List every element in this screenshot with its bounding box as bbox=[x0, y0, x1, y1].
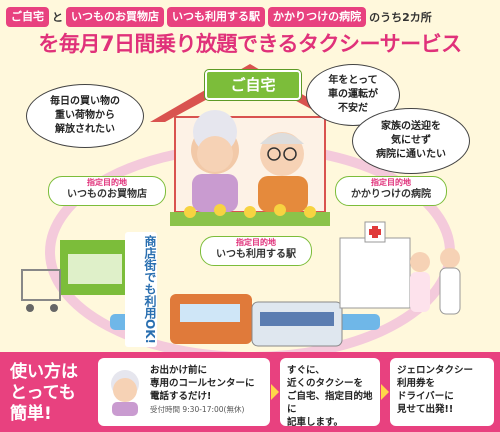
tag-hospital: かかりつけの病院 bbox=[268, 7, 367, 27]
step-call: お出かけ前に 専用のコールセンターに 電話するだけ! 受付時間 9:30-17:… bbox=[98, 358, 270, 426]
step-arrow-icon bbox=[271, 384, 279, 400]
tag-suffix: のうち2カ所 bbox=[369, 11, 432, 24]
home-sign: ご自宅 bbox=[205, 70, 301, 100]
illustration-scene bbox=[21, 64, 461, 358]
howto-title: 使い方はとっても簡単! bbox=[10, 362, 78, 424]
call-hours: 受付時間 9:30-17:00(無休) bbox=[150, 405, 245, 414]
destination-station: 指定目的地 いつも利用する駅 bbox=[200, 236, 312, 266]
destination-shop: 指定目的地 いつものお買物店 bbox=[48, 176, 166, 206]
grandma-phone-icon bbox=[111, 370, 139, 416]
destination-tags: ご自宅 と いつものお買物店 いつも利用する駅 かかりつけの病院 のうち2カ所 bbox=[6, 6, 494, 28]
bubble-shopping: 毎日の買い物の重い荷物から解放されたい bbox=[26, 84, 144, 148]
step-ride: ジェロンタクシー 利用券を ドライバーに 見せて出発!! bbox=[390, 358, 494, 426]
shop-note: 商店街でも利用OK! bbox=[125, 232, 157, 347]
tag-shop: いつものお買物店 bbox=[66, 7, 164, 27]
bubble-family: 家族の送迎を気にせず病院に通いたい bbox=[352, 108, 470, 174]
tag-connector: と bbox=[52, 11, 63, 24]
tag-home: ご自宅 bbox=[6, 7, 49, 27]
step-dispatch: すぐに、 近くのタクシーを ご自宅、指定目的地に 記車します。 bbox=[280, 358, 380, 428]
tag-station: いつも利用する駅 bbox=[167, 7, 265, 27]
destination-hospital: 指定目的地 かかりつけの病院 bbox=[335, 176, 447, 206]
step-arrow-icon bbox=[381, 384, 389, 400]
headline: を毎月7日間乗り放題できるタクシーサービス bbox=[38, 32, 462, 56]
